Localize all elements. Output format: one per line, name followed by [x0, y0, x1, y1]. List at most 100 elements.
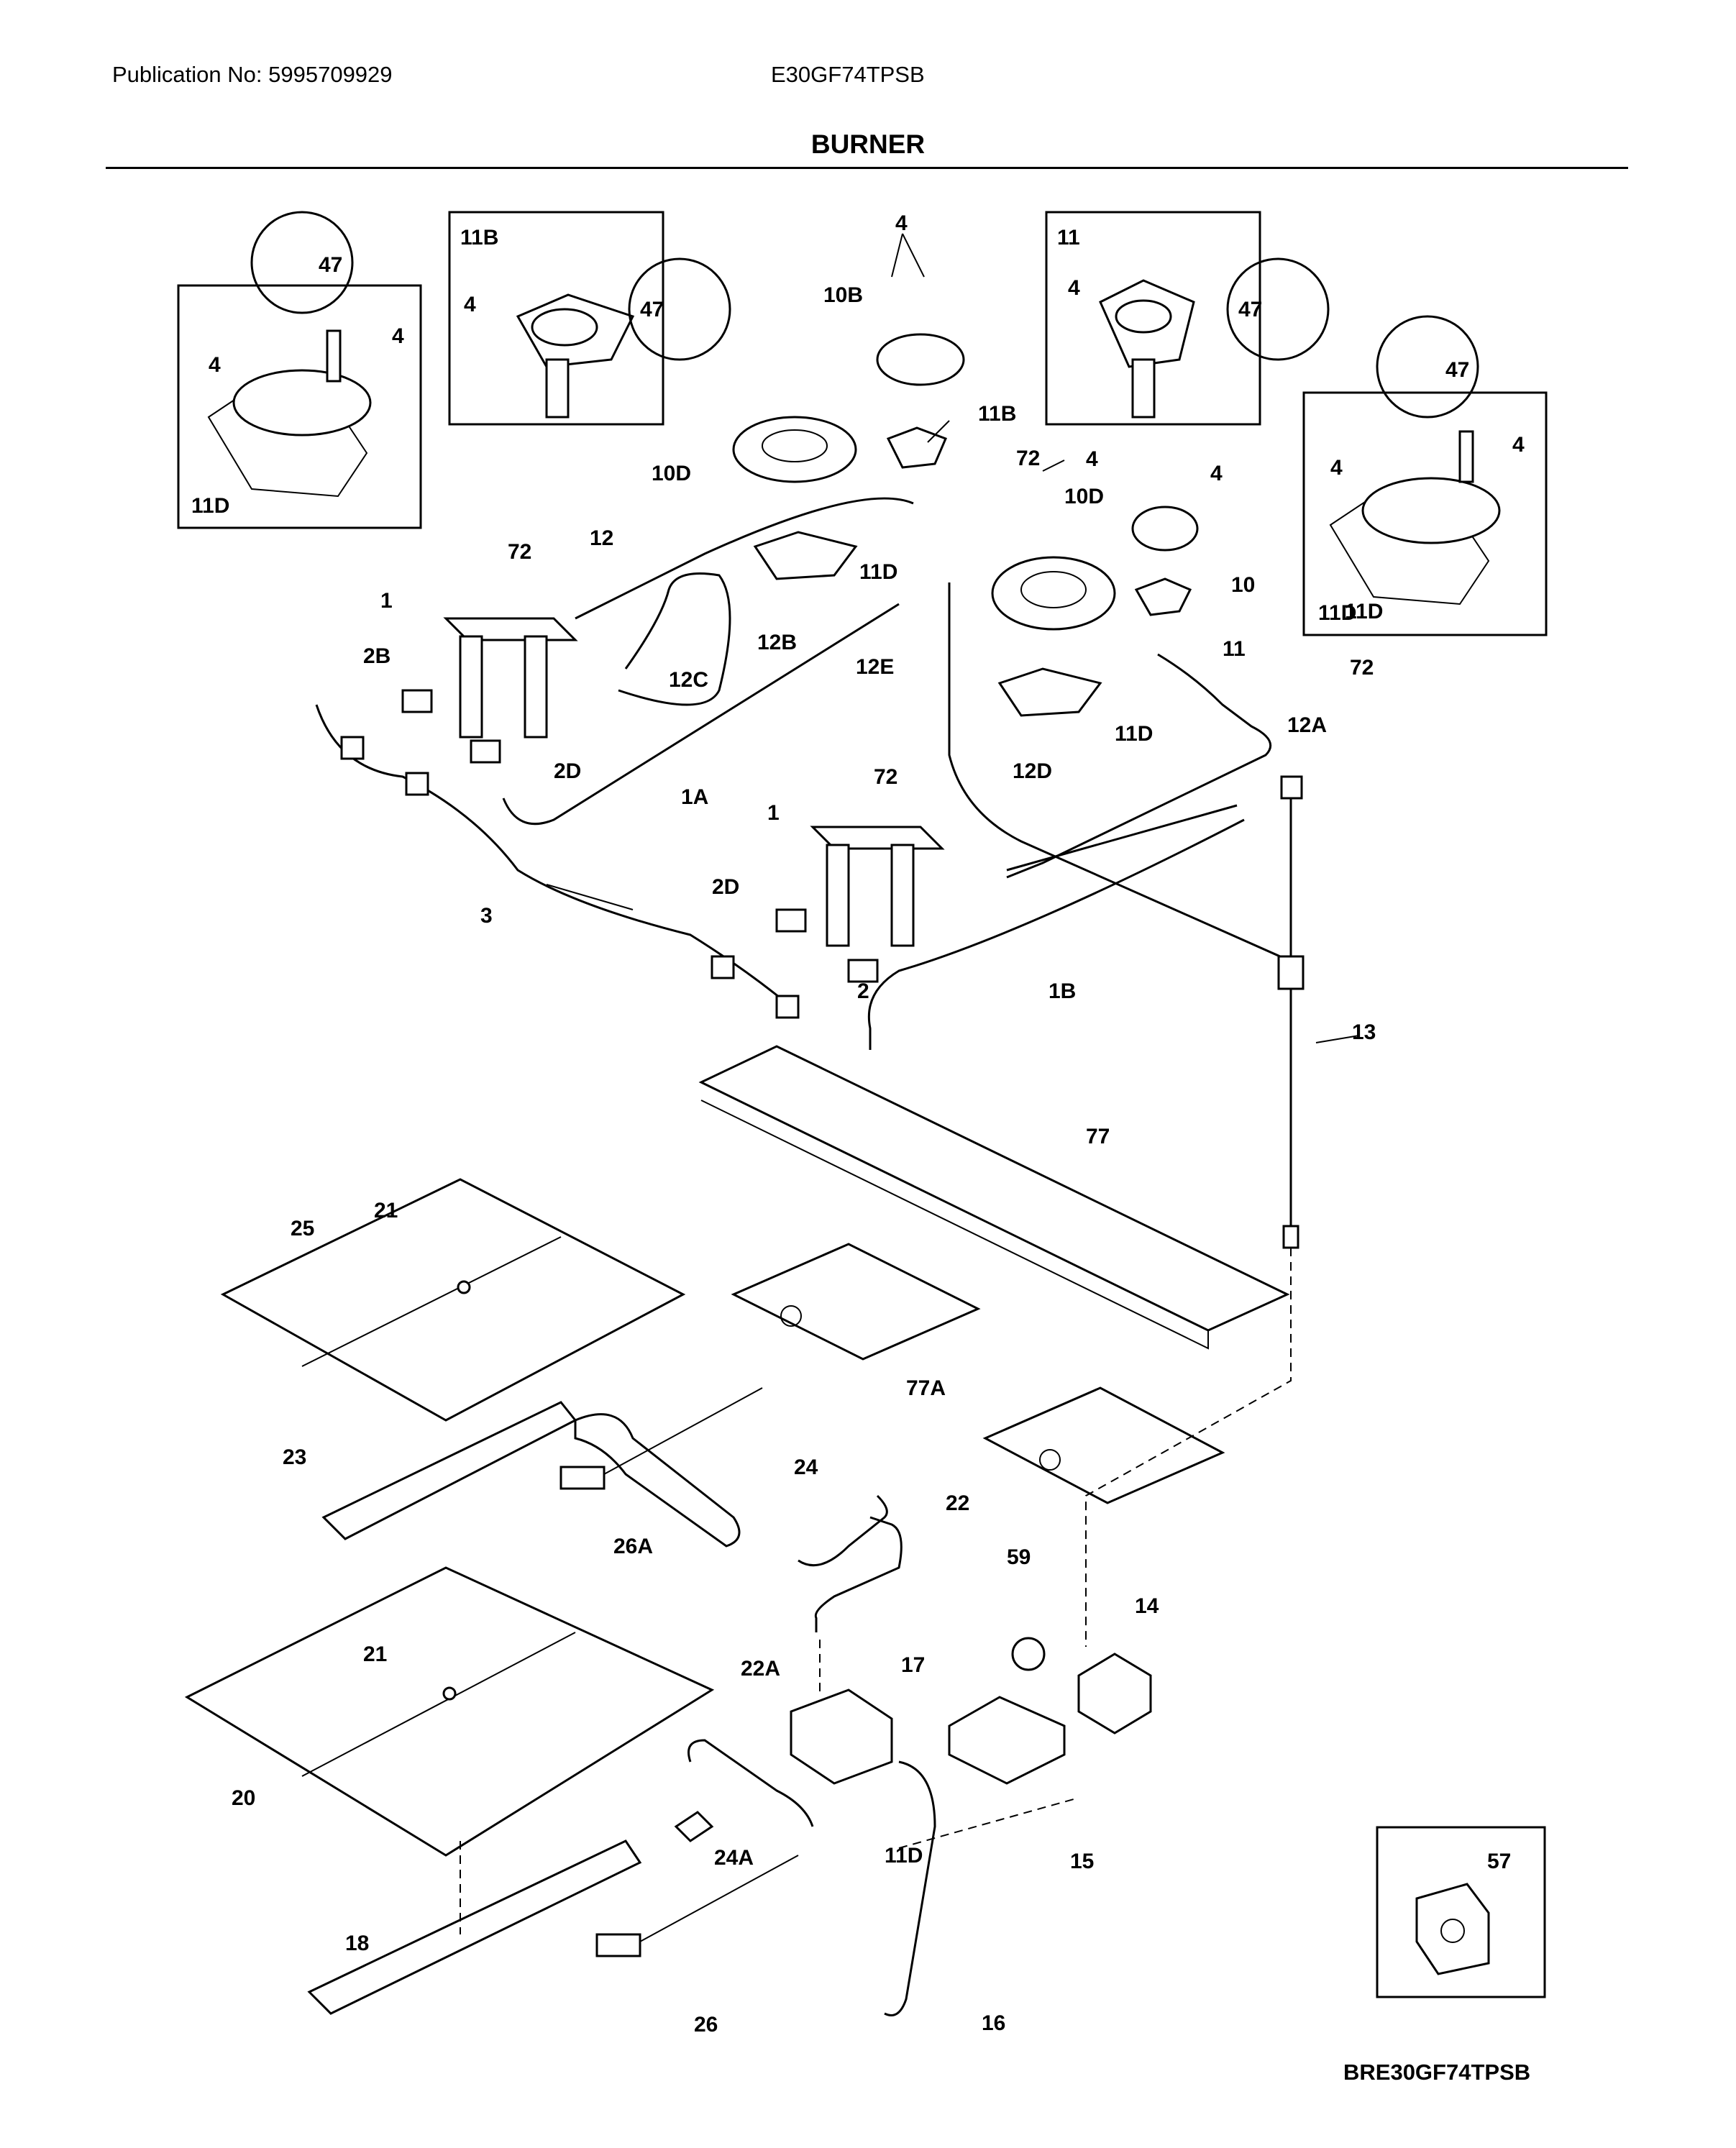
tube-12	[575, 497, 914, 620]
callout-2b: 2B	[363, 644, 390, 668]
callout-2d-a: 2D	[554, 759, 581, 783]
svg-text:47: 47	[640, 298, 664, 321]
callout-24a: 24A	[714, 1846, 754, 1870]
bracket-77a-b	[982, 1386, 1225, 1504]
callout-4-f: 4	[1086, 447, 1098, 471]
callout-12b: 12B	[757, 631, 797, 654]
tube-13-tee	[1277, 955, 1305, 990]
callout-14: 14	[1135, 1594, 1159, 1618]
callout-4-a: 4	[895, 211, 908, 235]
svg-text:47: 47	[1445, 358, 1469, 382]
callout-11b: 11B	[978, 402, 1016, 426]
burner-cap-10d-b	[991, 556, 1116, 631]
callout-72-a: 72	[1016, 447, 1040, 470]
burner-cap-10d-a	[732, 416, 857, 483]
callout-23: 23	[283, 1445, 306, 1469]
callout-26a: 26A	[613, 1535, 653, 1558]
burner-frame-77	[698, 1045, 1290, 1332]
heat-shield-25	[220, 1178, 686, 1422]
bracket-57	[1415, 1883, 1490, 1975]
callout-24: 24	[794, 1455, 818, 1479]
inset-circle-47-b	[628, 257, 731, 361]
callout-25: 25	[291, 1217, 314, 1240]
igniter-26	[595, 1933, 641, 1957]
igniter-switch-d	[775, 995, 800, 1019]
tube-22	[814, 1516, 903, 1632]
callout-21-b: 21	[363, 1642, 387, 1666]
callout-1b: 1B	[1049, 979, 1076, 1003]
callout-77a: 77A	[906, 1376, 946, 1400]
callout-77: 77	[1086, 1125, 1110, 1148]
callout-12: 12	[590, 526, 613, 550]
valve-bracket-1-a	[443, 617, 578, 641]
burner-base-11d-a	[753, 531, 858, 580]
publication-number: Publication No: 5995709929	[112, 62, 393, 87]
callout-11: 11	[1223, 637, 1246, 661]
callout-11d-b: 11D	[1115, 722, 1153, 746]
igniter-switch-b	[405, 772, 429, 796]
igniter-switch-c	[711, 955, 735, 979]
wire-harness-3	[315, 704, 792, 1008]
callout-4-g: 4	[1210, 462, 1223, 485]
svg-text:11D: 11D	[1318, 601, 1356, 625]
model-number: E30GF74TPSB	[771, 62, 925, 87]
orifice-24a	[674, 1811, 714, 1842]
valve-2d-a	[470, 739, 501, 764]
callout-4-b: 4	[464, 293, 476, 316]
callout-59: 59	[1007, 1545, 1031, 1569]
callout-3: 3	[480, 904, 493, 928]
burner-head-10b	[876, 333, 965, 386]
callout-4-d: 4	[392, 324, 404, 348]
inset-box-11b: 11B	[448, 211, 664, 426]
callout-1-a: 1	[380, 589, 393, 613]
thermostat-valve-17	[790, 1688, 893, 1785]
callout-11d-d: 11D	[1345, 600, 1383, 623]
callout-22a: 22A	[741, 1657, 780, 1681]
callout-2: 2	[857, 979, 869, 1003]
drawing-code: BRE30GF74TPSB	[1343, 2060, 1531, 2085]
igniter-26a	[559, 1466, 606, 1490]
inset-box-57	[1376, 1826, 1546, 1998]
svg-text:11: 11	[1057, 226, 1080, 250]
callout-4-i: 4	[1512, 433, 1525, 457]
tube-22a	[687, 1739, 814, 1827]
screw-21-a	[457, 1280, 471, 1294]
callout-22: 22	[946, 1491, 969, 1515]
tube-12d	[1006, 804, 1238, 872]
callout-10: 10	[1231, 573, 1255, 597]
inset-box-11d-right: 11D	[1302, 391, 1548, 636]
callout-1a: 1A	[681, 785, 708, 809]
callout-12d: 12D	[1013, 759, 1052, 783]
callout-26: 26	[694, 2013, 718, 2037]
screw-21-b	[442, 1686, 457, 1701]
callout-72-d: 72	[874, 765, 897, 789]
valve-2d-b	[775, 908, 807, 933]
tube-16	[884, 1760, 936, 2016]
callout-72-c: 72	[1350, 656, 1374, 680]
callout-10d-a: 10D	[652, 462, 691, 485]
svg-text:47: 47	[1238, 298, 1262, 321]
igniter-switch-a	[340, 736, 365, 760]
valve-2b	[401, 689, 433, 713]
burner-head-10	[1131, 506, 1199, 552]
inset-circle-47-c	[1226, 257, 1330, 361]
callout-18: 18	[345, 1932, 369, 1955]
svg-text:11D: 11D	[191, 494, 229, 518]
tube-12e-12d	[948, 582, 1281, 958]
callout-21-a: 21	[374, 1199, 398, 1222]
callout-10b: 10B	[823, 283, 863, 307]
callout-15: 15	[1070, 1850, 1094, 1873]
callout-72-b: 72	[508, 540, 531, 564]
oven-burner-23-tube	[574, 1413, 741, 1548]
burner-base-11	[1134, 577, 1192, 616]
inset-box-11d-left: 11D	[177, 284, 422, 529]
callout-10d-b: 10D	[1064, 485, 1104, 508]
callout-4-c: 4	[209, 353, 221, 377]
tube-1a	[502, 603, 900, 826]
inset-box-11: 11	[1045, 211, 1261, 426]
tube-13-fitting-bottom	[1282, 1225, 1299, 1249]
elbow-24	[798, 1494, 888, 1567]
callout-4-h: 4	[1330, 456, 1343, 480]
tube-1b	[867, 818, 1245, 1050]
